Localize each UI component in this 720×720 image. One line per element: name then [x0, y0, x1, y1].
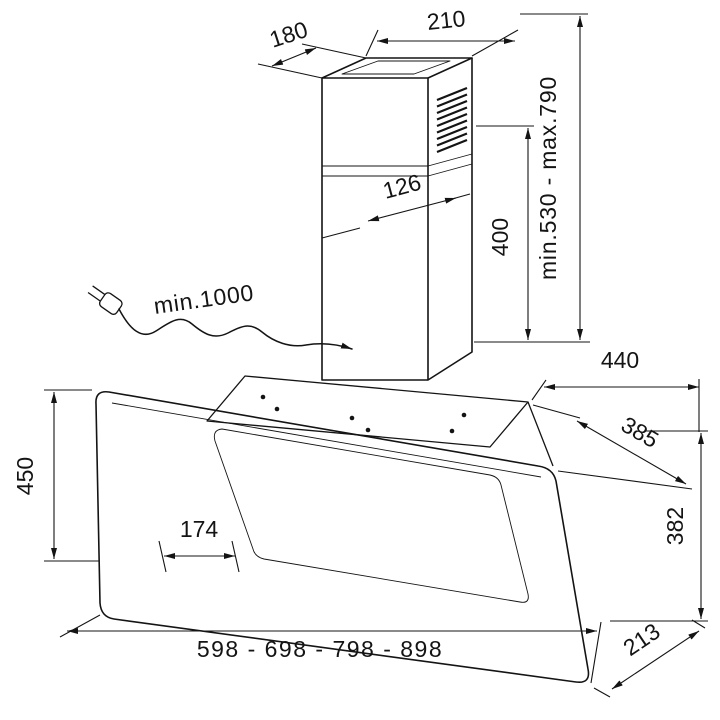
glass-inner-outline: [213, 428, 529, 603]
chimney-telescopic-joint: [322, 153, 473, 177]
dimension-glass-height: 450: [12, 389, 99, 562]
dimension-model-widths: 598 - 698 - 798 - 898: [59, 614, 602, 684]
dimension-inner-offset: 174: [158, 516, 240, 573]
chimney-edges: [321, 57, 473, 381]
dimension-top-depth: 440: [531, 347, 700, 432]
hood-top-plate: [206, 375, 529, 448]
dim-label-382: 382: [662, 507, 688, 545]
power-cable: [118, 308, 353, 350]
dim-label-385: 385: [617, 411, 663, 453]
power-plug-icon: [87, 285, 123, 315]
dimension-side-height: 382: [610, 430, 708, 622]
dim-label-cable-length: min.1000: [152, 279, 256, 319]
dim-label-widths: 598 - 698 - 798 - 898: [197, 636, 443, 662]
dim-label-213: 213: [618, 618, 664, 661]
hood-body: [95, 375, 590, 684]
power-cable-annotation: min.1000: [87, 279, 353, 350]
hood-right-edge: [527, 401, 554, 467]
dimension-height-range: min.530 - max.790: [474, 13, 590, 343]
dim-label-450: 450: [12, 457, 38, 495]
dim-label-126: 126: [380, 169, 424, 204]
dim-label-height-range: min.530 - max.790: [535, 76, 561, 280]
dim-label-210: 210: [426, 5, 467, 35]
dim-label-174: 174: [180, 516, 219, 542]
dimension-top-slant-depth: 385: [532, 404, 693, 490]
dimension-lower-section-height: 400: [476, 125, 534, 340]
dim-label-440: 440: [601, 347, 639, 373]
dimension-bottom-depth: 213: [593, 618, 706, 698]
glass-panel: [95, 390, 590, 684]
chimney-duct-opening: [341, 60, 451, 75]
glass-top-edge-line: [111, 402, 542, 478]
dimension-chimney-depth: 180: [257, 16, 367, 79]
chimney-duct: [321, 57, 473, 381]
dimension-chimney-width: 210: [365, 5, 519, 57]
dim-label-400: 400: [487, 218, 513, 256]
dimension-duct-inset: 126: [321, 169, 471, 239]
vent-grille: [436, 86, 468, 154]
screw-holes: [260, 394, 467, 434]
dim-label-180: 180: [266, 16, 311, 53]
